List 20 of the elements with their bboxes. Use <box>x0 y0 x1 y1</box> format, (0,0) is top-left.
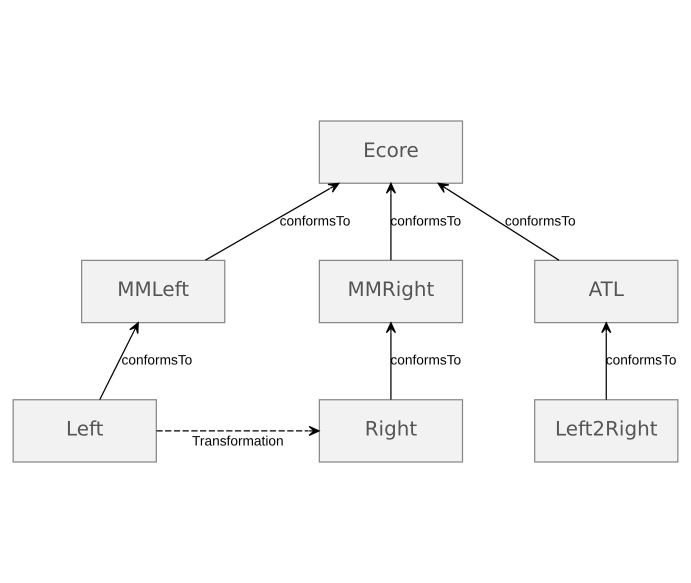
arrow <box>205 182 340 261</box>
node-box: Ecore <box>318 120 464 184</box>
node-box: Left <box>12 399 157 463</box>
arrow <box>386 322 396 400</box>
arrow <box>601 322 612 400</box>
edge-label: conformsTo <box>390 213 462 228</box>
edge-label: Transformation <box>192 434 284 449</box>
arrow <box>156 426 320 436</box>
edge-label: conformsTo <box>122 352 192 368</box>
edge-label: conformsTo <box>504 213 576 228</box>
edge-label: conformsTo <box>280 213 350 228</box>
node-box: Right <box>318 399 464 463</box>
arrow <box>437 182 560 261</box>
arrow <box>99 322 139 400</box>
arrow <box>386 182 396 260</box>
edge-label: conformsTo <box>390 352 462 368</box>
node-box: ATL <box>534 260 678 324</box>
node-box: Left2Right <box>534 399 678 463</box>
node-box: MMLeft <box>81 260 226 324</box>
node-box: MMRight <box>318 260 464 324</box>
